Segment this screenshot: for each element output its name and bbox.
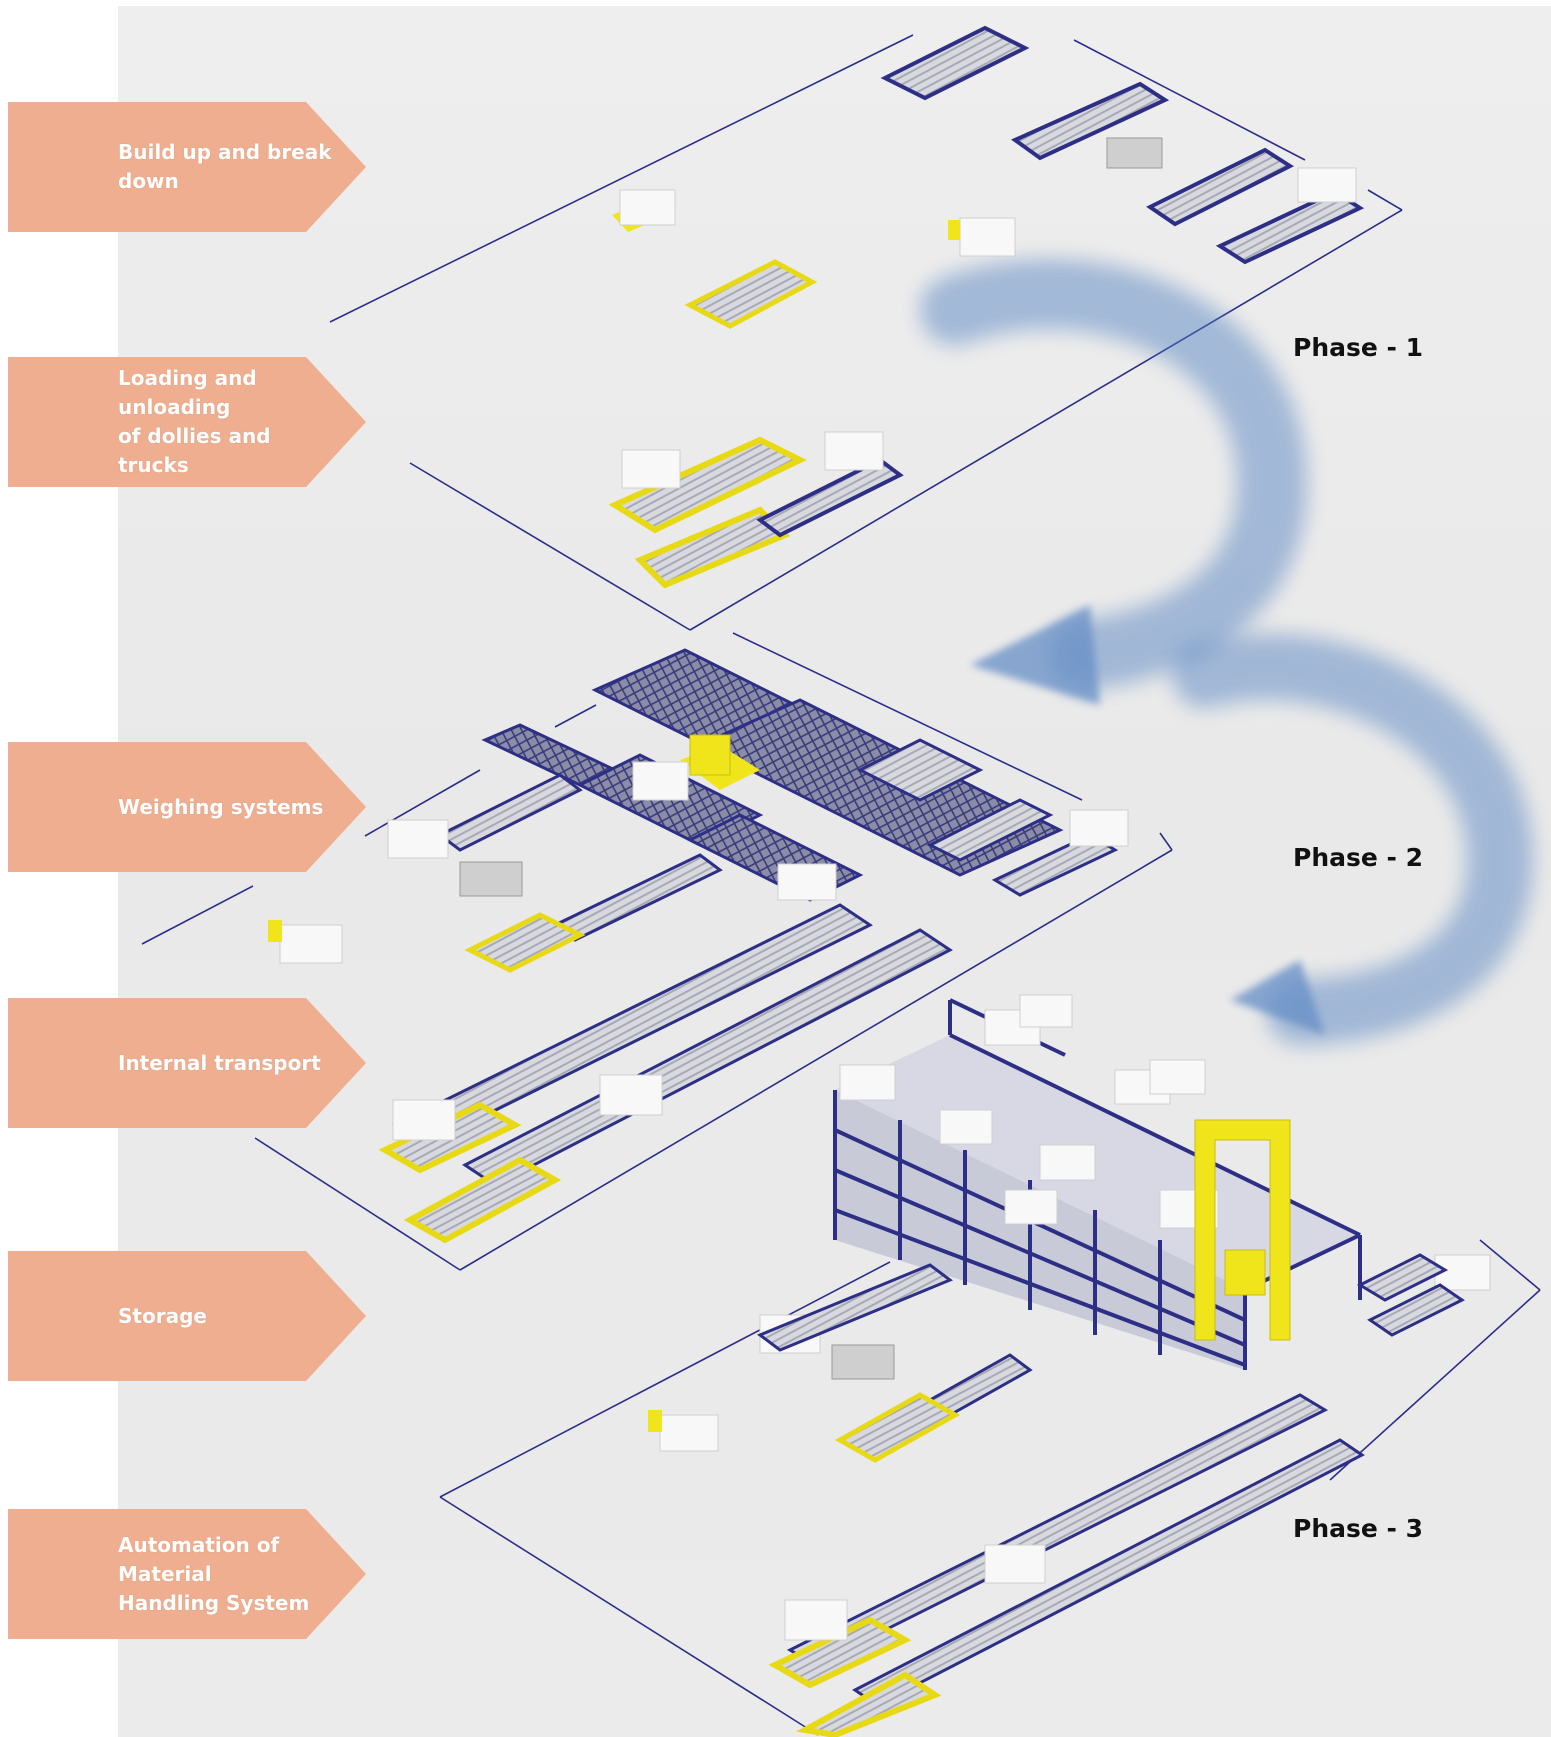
process-step-banner: Automation of Material Handling System	[8, 1509, 368, 1639]
process-step-label: Loading and unloading of dollies and tru…	[118, 366, 271, 477]
process-step-banner: Build up and break down	[8, 102, 368, 232]
phase-label: Phase - 2	[1293, 843, 1424, 872]
process-step-banner: Internal transport	[8, 998, 368, 1128]
floor-outline-phase-3	[439, 1239, 1541, 1736]
phase-label: Phase - 3	[1293, 1514, 1424, 1543]
crane-icon	[1194, 1119, 1291, 1341]
conveyor-icon	[684, 25, 1365, 329]
process-step-banner: Weighing systems	[8, 742, 368, 872]
process-step-banner: Storage	[8, 1251, 368, 1381]
process-step-banner: Loading and unloading of dollies and tru…	[8, 357, 368, 487]
cargo-box-icon	[268, 761, 1129, 964]
conveyor-icon	[756, 1253, 1465, 1737]
process-step-label: Automation of Material Handling System	[118, 1532, 310, 1615]
cargo-box-icon	[612, 137, 1357, 257]
floor-outline-phase-2	[141, 632, 1173, 1271]
phase-label: Phase - 1	[1293, 333, 1424, 362]
cargo-box-icon	[648, 994, 1491, 1452]
process-step-label: Internal transport	[118, 1050, 321, 1075]
process-step-label: Weighing systems	[118, 794, 324, 819]
loading-station-icon	[378, 903, 953, 1244]
process-step-label: Storage	[118, 1303, 207, 1328]
floor-outline-phase-1	[329, 34, 1403, 631]
conveyor-icon	[437, 648, 1119, 973]
storage-rack-icon	[833, 998, 1362, 1370]
loading-station-icon	[608, 431, 904, 589]
curved-arrow-icon	[920, 259, 1307, 705]
process-step-label: Build up and break down	[118, 140, 332, 193]
curved-arrow-icon	[1172, 633, 1534, 1045]
